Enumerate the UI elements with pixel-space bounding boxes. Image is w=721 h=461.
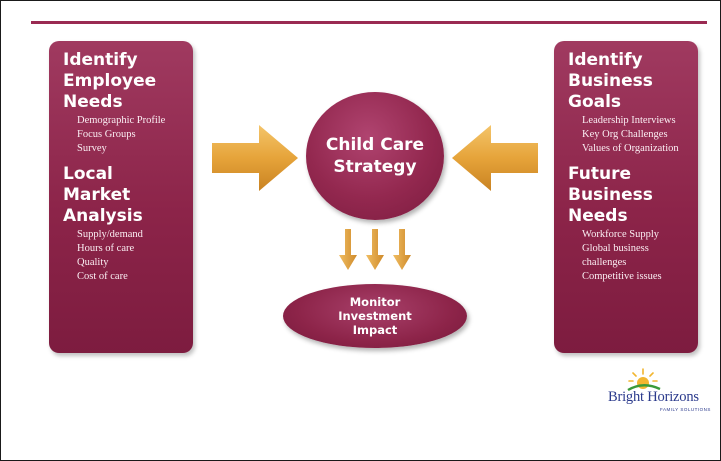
bright-horizons-logo: Bright Horizons FAMILY SOLUTIONS (606, 366, 718, 416)
down-arrow-icon (366, 229, 384, 270)
list-item: Survey (77, 143, 107, 154)
list-item: Quality (77, 257, 109, 268)
list-item: Focus Groups (77, 129, 136, 140)
business-goals-heading: Identify Business Goals (568, 50, 653, 112)
employee-needs-panel: Identify Employee Needs Demographic Prof… (49, 41, 193, 353)
employee-needs-heading: Identify Employee Needs (63, 50, 157, 112)
business-goals-panel: Identify Business Goals Leadership Inter… (554, 41, 698, 353)
local-market-list: Supply/demand Hours of care Quality Cost… (77, 228, 187, 284)
list-item: Hours of care (77, 243, 135, 254)
list-item: Supply/demand (77, 229, 143, 240)
future-needs-list: Workforce Supply Global business challen… (582, 228, 692, 284)
right-pointing-arrow (212, 125, 298, 191)
future-needs-heading: Future Business Needs (568, 164, 653, 226)
list-item: Competitive issues (582, 271, 662, 282)
list-item: Workforce Supply (582, 229, 660, 240)
list-item: Global business (582, 243, 649, 254)
list-item: Leadership Interviews (582, 115, 676, 126)
child-care-strategy-circle: Child Care Strategy (306, 92, 444, 220)
list-item: Cost of care (77, 271, 128, 282)
logo-tagline: FAMILY SOLUTIONS (660, 407, 711, 412)
employee-needs-list: Demographic Profile Focus Groups Survey (77, 114, 187, 156)
local-market-heading: Local Market Analysis (63, 164, 143, 226)
monitor-label: Monitor Investment Impact (338, 295, 412, 337)
left-pointing-arrow (452, 125, 538, 191)
business-goals-list: Leadership Interviews Key Org Challenges… (582, 114, 692, 156)
top-rule (31, 21, 707, 24)
down-arrows (339, 229, 411, 270)
list-item: Values of Organization (582, 143, 679, 154)
strategy-label: Child Care Strategy (325, 135, 425, 177)
list-item: challenges (582, 257, 627, 268)
monitor-investment-ellipse: Monitor Investment Impact (283, 284, 467, 348)
sunrise-icon (627, 368, 661, 392)
logo-name: Bright Horizons (608, 389, 699, 405)
down-arrow-icon (339, 229, 357, 270)
list-item: Demographic Profile (77, 115, 166, 126)
down-arrow-icon (393, 229, 411, 270)
list-item: Key Org Challenges (582, 129, 668, 140)
